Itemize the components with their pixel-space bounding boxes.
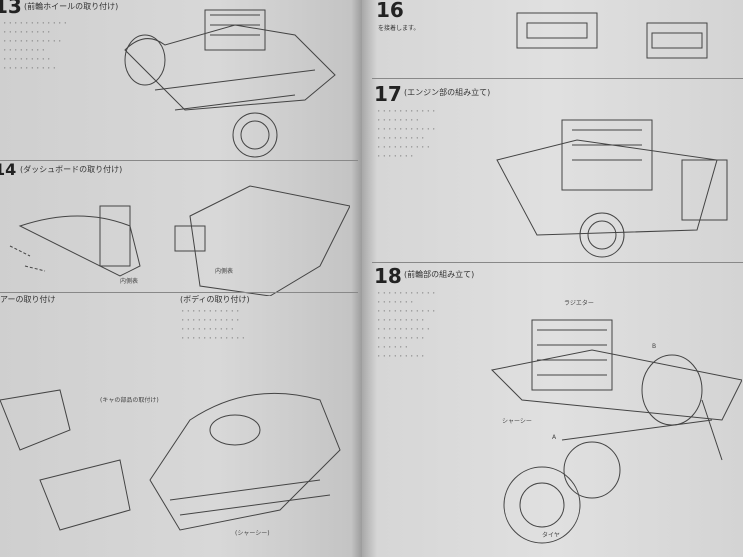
step-18-number: 18	[374, 264, 402, 288]
left-manual-page: 13 (前輪ホイールの取り付け) ・・・・・・・・・・・・・・・・・・・・・・・…	[0, 0, 362, 557]
step-17-diagram	[496, 119, 728, 258]
divider	[372, 78, 743, 79]
step-16-diagram	[516, 12, 708, 59]
chassis-label: (シャーシー)	[235, 530, 270, 537]
callout-label: (キャの部品の取付け)	[100, 397, 159, 404]
step-13-number: 13	[0, 0, 22, 18]
step-16-title: を接着します。	[378, 25, 420, 32]
chassis-label: シャーシー	[502, 418, 532, 425]
step-18-diagram	[490, 319, 742, 544]
step-17-instructions: ・・・・・・・・・・・・・・・・・・・・・・・・・・・・・・・・・・・・・・・・…	[376, 109, 437, 160]
step-13-diagram	[124, 9, 336, 158]
step-14-diagram	[9, 185, 350, 296]
step-15a-title: アーの取り付け	[0, 295, 56, 304]
part-a-label: A	[552, 434, 557, 441]
step-17-title: (エンジン部の組み立て)	[404, 88, 491, 97]
part-b-label: B	[652, 343, 657, 350]
step-14-title: (ダッシュボードの取り付け)	[20, 165, 123, 174]
divider	[0, 160, 358, 161]
step-14-number: 14	[0, 160, 17, 179]
tire-label: タイヤ	[542, 532, 560, 539]
radiator-label: ラジエター	[564, 300, 594, 307]
step-18-title: (前輪部の組み立て)	[404, 270, 475, 279]
step-18-instructions: ・・・・・・・・・・・・・・・・・・・・・・・・・・・・・・・・・・・・・・・・…	[376, 291, 437, 360]
step-15-diagram	[0, 389, 341, 531]
step-15b-title: (ボディの取り付け)	[180, 295, 250, 304]
step-17-number: 17	[374, 82, 402, 106]
right-manual-page: 16 を接着します。 17 (エンジン部の組み立て) ・・・・・・・・・・・・・…	[362, 0, 743, 557]
step-16-number: 16	[376, 0, 404, 22]
inner-label-b: 内側表	[215, 268, 234, 275]
step-15b-instructions: ・・・・・・・・・・・・・・・・・・・・・・・・・・・・・・・・・・・・・・・・…	[180, 309, 247, 342]
inner-label-a: 内側表	[120, 278, 139, 285]
step-13-instructions: ・・・・・・・・・・・・・・・・・・・・・・・・・・・・・・・・・・・・・・・・…	[2, 21, 69, 72]
step-13-title: (前輪ホイールの取り付け)	[24, 2, 119, 11]
divider	[372, 262, 743, 263]
divider	[0, 292, 358, 293]
